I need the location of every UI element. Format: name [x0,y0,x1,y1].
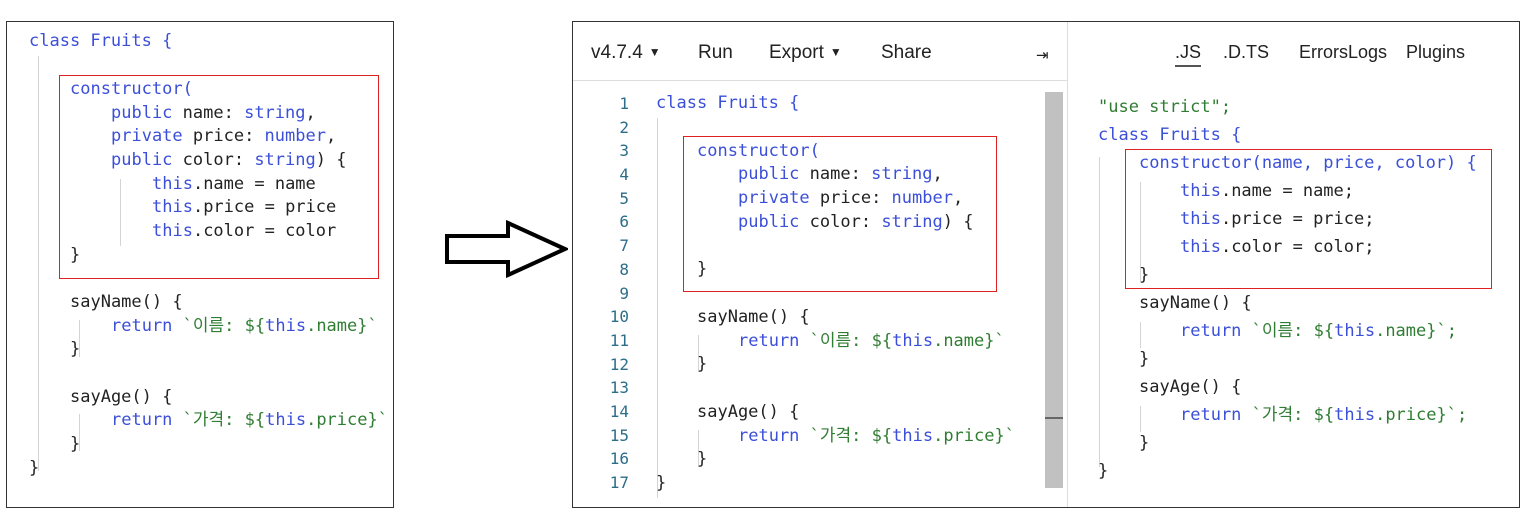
code-line: } [1139,433,1150,453]
code-line: } [656,473,667,493]
constructor-highlight-box [683,136,997,292]
indent-guide [657,118,658,498]
code-line: class Fruits { [656,93,800,113]
line-number: 3 [619,141,629,161]
right-arrow-icon [445,220,568,278]
indent-guide [698,335,699,372]
line-number: 1 [619,94,629,113]
ts-playground-window: v4.7.4 ▼ Run Export ▼ Share ⇥ 1 2 3 4 5 6 … [572,21,1520,508]
line-number: 16 [609,449,629,469]
code-line: constructor( [697,141,820,161]
code-line: class Fruits { [29,31,173,51]
code-line: public color: string) { [111,150,347,170]
line-number: 7 [619,236,629,256]
code-line: } [1098,461,1109,481]
line-number: 5 [619,188,629,208]
code-line: } [70,339,81,359]
line-number: 9 [619,283,629,303]
indent-guide [38,56,39,471]
version-select[interactable]: v4.7.4 ▼ [591,42,661,64]
tab-plugins[interactable]: Plugins [1406,42,1466,62]
code-line: this.price = price; [1180,209,1375,229]
chevron-down-icon: ▼ [829,45,842,59]
line-number: 11 [609,330,629,350]
indent-guide [79,414,80,451]
editor-scrollbar[interactable] [1045,92,1063,488]
pane-divider[interactable] [1067,22,1068,507]
indent-guide [120,179,121,246]
tab-dts[interactable]: .D.TS [1223,42,1270,62]
constructor-highlight-box [59,75,379,279]
toolbar-divider [573,80,1067,81]
line-number: 10 [609,307,629,327]
code-line: sayName() { [1139,293,1252,313]
line-number: 2 [619,117,629,137]
code-line: sayName() { [697,307,810,327]
collapse-sidebar-icon[interactable]: ⇥ [1036,47,1049,64]
code-line: sayAge() { [70,387,173,407]
code-line: } [697,449,708,469]
editor-toolbar: v4.7.4 ▼ Run Export ▼ Share ⇥ [573,22,1067,80]
source-code-panel: class Fruits { constructor( public name:… [6,21,394,508]
code-line: } [70,245,81,265]
code-line: sayAge() { [697,402,800,422]
line-number: 13 [609,378,629,398]
indent-guide [1140,322,1141,348]
code-line: "use strict"; [1098,97,1232,117]
code-line: } [697,259,708,279]
code-line: } [70,434,81,454]
code-line: class Fruits { [1098,125,1242,145]
export-menu[interactable]: Export ▼ [769,42,842,64]
code-line: return `이름: ${this.name}` [111,316,378,336]
indent-guide [1140,406,1141,432]
line-number: 6 [619,212,629,232]
line-number: 14 [609,401,629,421]
export-label: Export [769,42,824,63]
line-number: 8 [619,259,629,279]
tab-js[interactable]: .JS [1175,42,1202,67]
code-line: return `가격: ${this.price}`; [1180,405,1468,425]
code-line: return `가격: ${this.price}` [111,410,388,430]
indent-guide [1099,157,1100,467]
code-line: } [29,458,40,478]
line-number: 15 [609,425,629,445]
code-line: return `이름: ${this.name}` [738,331,1005,351]
code-line: } [1139,265,1150,285]
version-label: v4.7.4 [591,42,643,63]
code-line: public color: string) { [738,212,974,232]
code-line: public name: string, [738,164,943,184]
code-line: } [1139,349,1150,369]
constructor-highlight-box [1125,149,1492,289]
indent-guide [1140,182,1141,282]
code-line: constructor(name, price, color) { [1139,153,1477,173]
code-line: } [697,354,708,374]
code-line: this.color = color [152,221,337,241]
code-line: constructor( [70,79,193,99]
share-button[interactable]: Share [881,42,932,63]
code-line: this.name = name [152,174,316,194]
line-number-gutter: 1 2 3 4 5 6 7 8 9 10 11 12 13 14 15 16 1… [573,92,629,495]
code-line: this.color = color; [1180,237,1375,257]
line-number: 4 [619,165,629,185]
code-line: sayAge() { [1139,377,1242,397]
code-line: sayName() { [70,292,183,312]
code-line: this.name = name; [1180,181,1355,201]
code-line: return `가격: ${this.price}` [738,426,1015,446]
line-number: 17 [609,473,629,492]
line-number: 12 [609,354,629,374]
code-line: private price: number, [111,126,337,146]
code-line: return `이름: ${this.name}`; [1180,321,1457,341]
code-line: public name: string, [111,103,316,123]
scrollbar-position-marker [1045,417,1063,419]
chevron-down-icon: ▼ [648,45,661,59]
tab-logs[interactable]: Logs [1348,42,1388,62]
code-line: this.price = price [152,197,337,217]
code-line: private price: number, [738,188,964,208]
indent-guide [698,430,699,467]
indent-guide [79,320,80,357]
run-button[interactable]: Run [698,42,733,63]
tab-errors[interactable]: Errors [1299,42,1348,62]
